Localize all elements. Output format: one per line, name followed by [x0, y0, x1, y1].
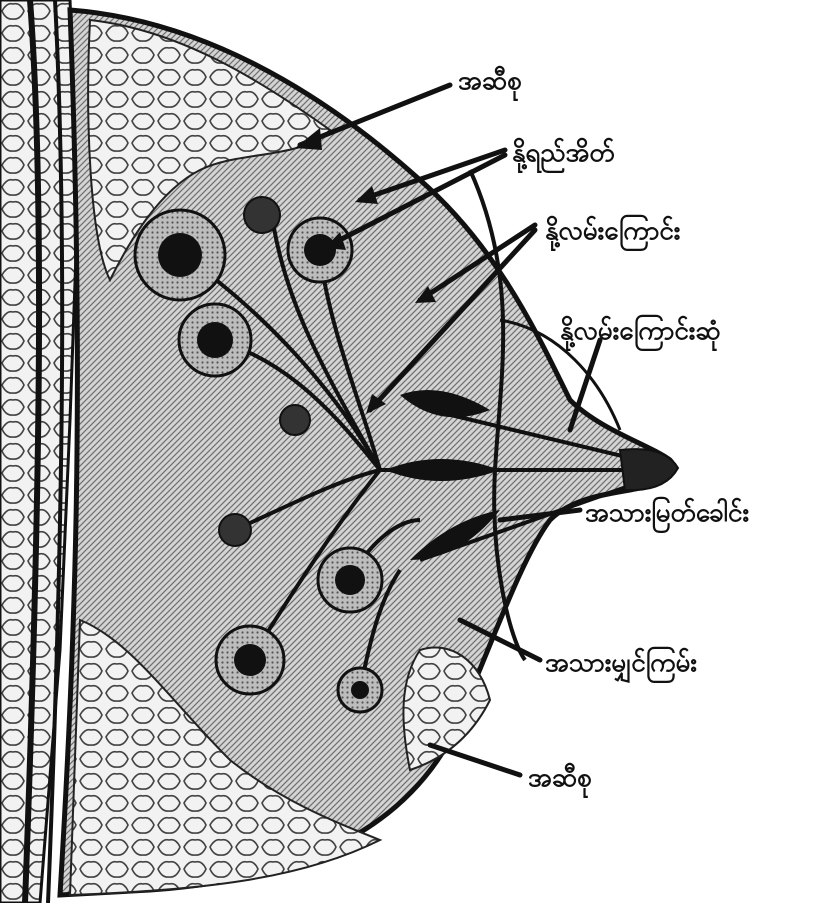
label-gland-tissue: နို့ရည်အိတ်: [512, 135, 615, 174]
lobule: [318, 548, 382, 612]
lobule: [216, 626, 284, 694]
label-milk-duct: နို့လမ်းကြောင်း: [545, 213, 680, 252]
label-fat-bottom: အဆီစု: [528, 760, 592, 799]
lobule: [288, 218, 352, 282]
lobule: [338, 668, 382, 712]
lobule: [179, 304, 251, 376]
label-connective: အသားမျှင်ကြမ်း: [545, 645, 697, 684]
leader-fat-bottom: [430, 745, 520, 775]
label-fat-top: အဆီစု: [458, 63, 522, 102]
lobule: [280, 405, 310, 435]
label-duct-sinus: နို့လမ်းကြောင်းဆုံ: [560, 313, 721, 352]
lobule: [219, 514, 251, 546]
lobule: [244, 197, 280, 233]
label-nipple: အသားမြတ်ခေါင်း: [585, 495, 749, 534]
lobule: [135, 210, 225, 300]
nipple-tip: [620, 449, 678, 490]
